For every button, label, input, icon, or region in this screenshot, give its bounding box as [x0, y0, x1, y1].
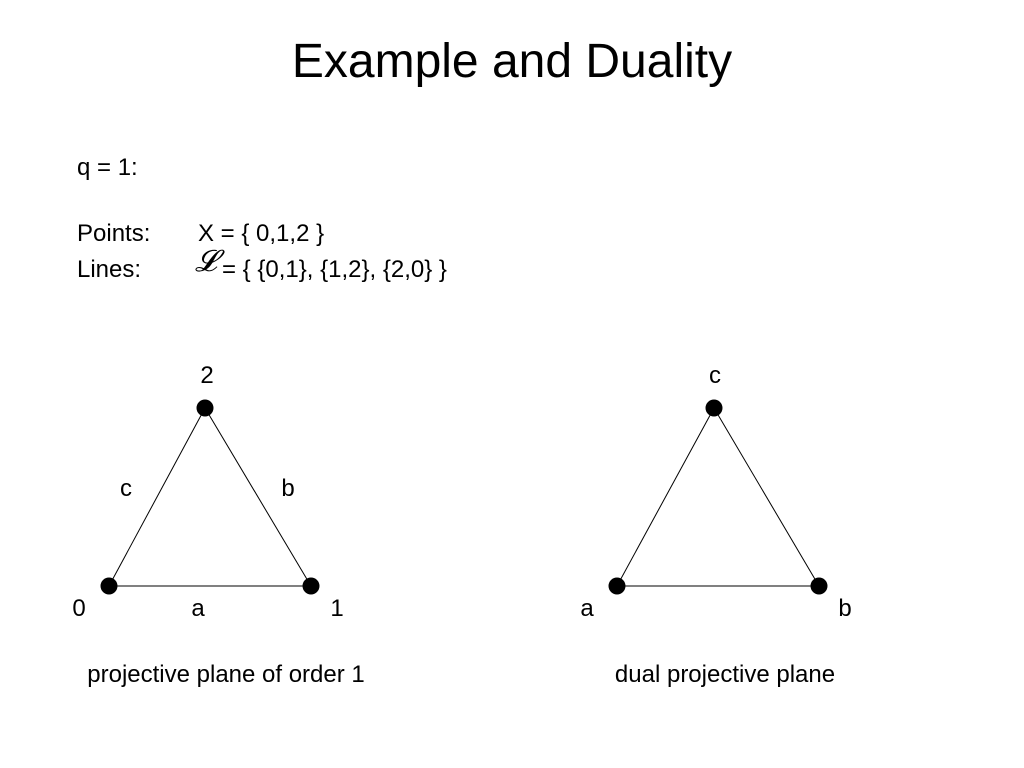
left-vertex-left-label: 0: [72, 595, 86, 622]
points-set: X = { 0,1,2 }: [198, 220, 325, 247]
right-caption: dual projective plane: [614, 661, 836, 688]
lines-label: Lines:: [77, 256, 142, 283]
lines-set: = { {0,1}, {1,2}, {2,0} }: [222, 256, 447, 283]
left-vertex-left: [100, 577, 118, 595]
left-triangle-edge-c: [108, 407, 206, 587]
right-vertex-right-label: b: [838, 595, 852, 622]
left-vertex-right: [302, 577, 320, 595]
left-edge-a-label: a: [191, 595, 205, 622]
right-triangle: [608, 399, 828, 595]
right-triangle-edge-left: [616, 407, 715, 587]
right-vertex-left-label: a: [580, 595, 594, 622]
left-edge-c-label: c: [120, 475, 132, 502]
left-vertex-top-label: 2: [200, 362, 214, 389]
left-edge-b-label: b: [281, 475, 295, 502]
q-definition: q = 1:: [77, 154, 138, 181]
left-vertex-right-label: 1: [330, 595, 344, 622]
lines-symbol-script-l: 𝓛: [195, 244, 217, 279]
left-triangle-edge-b: [204, 407, 312, 587]
right-vertex-right: [810, 577, 828, 595]
right-triangle-edge-right: [713, 407, 820, 587]
points-label: Points:: [77, 220, 151, 247]
left-triangle: [100, 399, 320, 595]
left-caption: projective plane of order 1: [87, 661, 365, 688]
right-vertex-top: [705, 399, 723, 417]
slide-title: Example and Duality: [291, 35, 733, 88]
left-vertex-top: [196, 399, 214, 417]
right-vertex-left: [608, 577, 626, 595]
right-vertex-top-label: c: [709, 362, 721, 389]
